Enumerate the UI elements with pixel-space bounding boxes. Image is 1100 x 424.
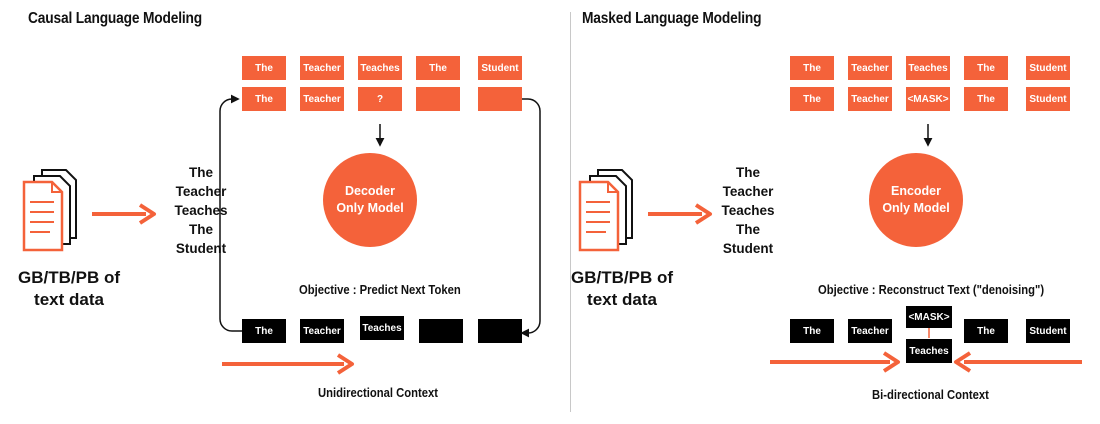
causal-input-line: Teacher: [175, 184, 227, 199]
masked-top-token: The: [964, 56, 1008, 80]
causal-input-line: The: [188, 222, 213, 237]
masked-objective: Objective : Reconstruct Text ("denoising…: [818, 283, 1045, 297]
causal-second-token: [416, 87, 460, 111]
encoder-label-line1: Encoder: [890, 184, 941, 198]
causal-objective: Objective : Predict Next Token: [299, 283, 461, 297]
causal-input-line: Teaches: [174, 203, 228, 218]
masked-output-token: <MASK>: [906, 306, 952, 328]
masked-input-line: Student: [722, 241, 774, 256]
causal-top-token: Student: [478, 56, 522, 80]
encoder-label-line2: Only Model: [882, 201, 950, 215]
decoder-model-circle: Decoder Only Model: [323, 153, 417, 247]
masked-prediction-token: Teaches: [906, 339, 952, 363]
causal-feedback-loop: [520, 98, 541, 338]
bidirectional-right-arrow-icon: [954, 351, 1082, 373]
causal-output-token: [478, 319, 522, 343]
bidirectional-left-arrow-icon: [770, 351, 900, 373]
causal-title: Causal Language Modeling: [28, 10, 203, 27]
causal-output-token: Teacher: [300, 319, 344, 343]
decoder-label-line2: Only Model: [336, 201, 404, 215]
encoder-model-circle: Encoder Only Model: [869, 153, 963, 247]
masked-input-line: Teaches: [721, 203, 775, 218]
masked-second-token: The: [964, 87, 1008, 111]
causal-top-token: The: [416, 56, 460, 80]
causal-output-token: Teaches: [360, 316, 404, 340]
masked-top-token: The: [790, 56, 834, 80]
causal-context-label: Unidirectional Context: [318, 386, 439, 400]
masked-title: Masked Language Modeling: [582, 10, 762, 27]
masked-output-token: The: [964, 319, 1008, 343]
causal-feedback-loop: [219, 94, 242, 332]
causal-data-line1: GB/TB/PB of: [18, 268, 120, 287]
causal-output-token: [419, 319, 463, 343]
causal-top-token: Teaches: [358, 56, 402, 80]
masked-input-line: Teacher: [722, 184, 774, 199]
causal-top-token: The: [242, 56, 286, 80]
section-divider: [570, 12, 571, 412]
input-arrow-icon: [648, 203, 712, 225]
masked-context-label: Bi-directional Context: [872, 388, 989, 402]
masked-top-token: Teacher: [848, 56, 892, 80]
masked-data-label: GB/TB/PB of text data: [567, 267, 677, 311]
masked-second-token: Teacher: [848, 87, 892, 111]
documents-stack-icon: [578, 169, 633, 252]
causal-input-text: The Teacher Teaches The Student: [163, 163, 239, 258]
masked-second-token: Student: [1026, 87, 1070, 111]
causal-second-token: The: [242, 87, 286, 111]
masked-input-line: The: [735, 222, 760, 237]
causal-data-label: GB/TB/PB of text data: [14, 267, 124, 311]
causal-input-line: Student: [175, 241, 227, 256]
causal-second-token: [478, 87, 522, 111]
causal-top-token: Teacher: [300, 56, 344, 80]
causal-output-token: The: [242, 319, 286, 343]
masked-top-token: Student: [1026, 56, 1070, 80]
masked-second-token: The: [790, 87, 834, 111]
masked-data-line1: GB/TB/PB of: [571, 268, 673, 287]
masked-data-line2: text data: [587, 290, 657, 309]
causal-second-token: ?: [358, 87, 402, 111]
causal-data-line2: text data: [34, 290, 104, 309]
unidirectional-arrow-icon: [222, 353, 354, 375]
masked-top-token: Teaches: [906, 56, 950, 80]
masked-output-token: The: [790, 319, 834, 343]
masked-output-token: Teacher: [848, 319, 892, 343]
masked-second-token: <MASK>: [906, 87, 950, 111]
masked-input-line: The: [735, 165, 760, 180]
masked-input-text: The Teacher Teaches The Student: [710, 163, 786, 258]
documents-stack-icon: [22, 169, 77, 252]
decoder-label-line1: Decoder: [344, 184, 396, 198]
masked-output-token: Student: [1026, 319, 1070, 343]
input-arrow-icon: [92, 203, 156, 225]
causal-input-line: The: [188, 165, 213, 180]
causal-second-token: Teacher: [300, 87, 344, 111]
